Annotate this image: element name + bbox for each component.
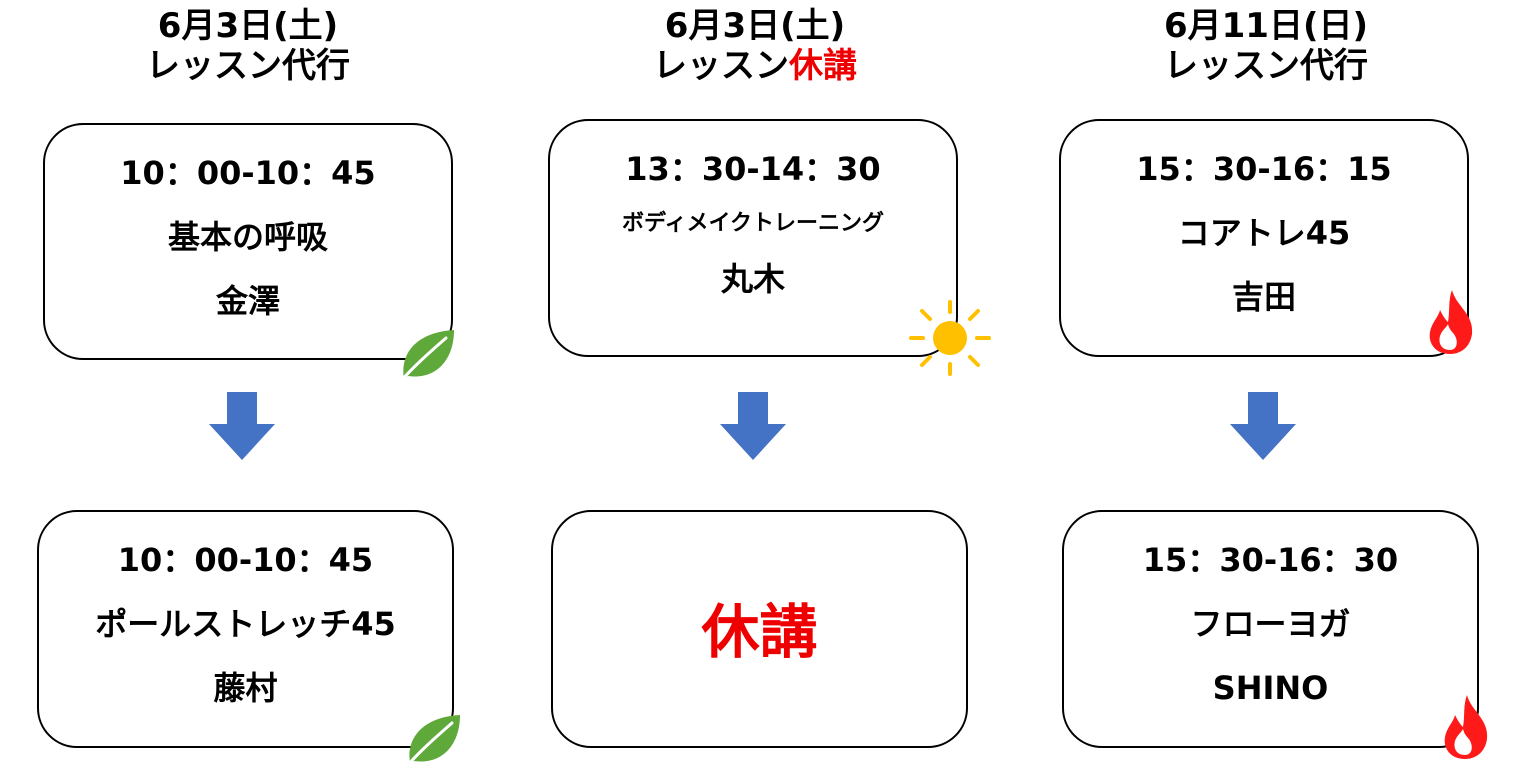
leaf-icon: [404, 715, 460, 769]
lesson-instructor: 吉田: [1231, 278, 1296, 316]
heading-date: 6月11日(日): [1163, 6, 1369, 46]
lesson-instructor: 丸木: [720, 260, 785, 298]
heading-kind: レッスン代行: [1046, 46, 1486, 86]
lesson-time: 15：30-16：30: [1142, 541, 1399, 579]
lesson-instructor: SHINO: [1212, 669, 1329, 707]
lesson-time: 13：30-14：30: [625, 150, 881, 188]
sun-icon: [909, 300, 991, 376]
down-arrow-icon: [1230, 392, 1296, 460]
down-arrow-icon: [209, 392, 275, 460]
heading-kind: レッスン代行: [28, 46, 468, 86]
column-heading: 6月11日(日) レッスン代行: [1046, 6, 1486, 86]
original-lesson-card: 13：30-14：30 ボディメイクトレーニング 丸木: [548, 119, 958, 357]
flame-icon: [1429, 290, 1473, 354]
cancelled-lesson-card: 休講: [551, 510, 968, 748]
lesson-name: フローヨガ: [1190, 605, 1351, 643]
original-lesson-card: 10：00-10：45 基本の呼吸 金澤: [43, 123, 453, 360]
heading-kind-suffix: 休講: [789, 46, 857, 86]
lesson-instructor: 金澤: [215, 282, 280, 320]
replacement-lesson-card: 15：30-16：30 フローヨガ SHINO: [1062, 510, 1479, 748]
lesson-time: 10：00-10：45: [120, 154, 376, 192]
lesson-name: ボディメイクトレーニング: [621, 211, 885, 236]
lesson-name: コアトレ45: [1177, 214, 1351, 252]
cancelled-label: 休講: [701, 598, 818, 666]
heading-kind-prefix: レッスン: [1164, 46, 1300, 86]
heading-kind-prefix: レッスン: [653, 46, 789, 86]
column-heading: 6月3日(土) レッスン代行: [28, 6, 468, 86]
column-heading: 6月3日(土) レッスン休講: [535, 6, 975, 86]
replacement-lesson-card: 10：00-10：45 ポールストレッチ45 藤村: [37, 510, 454, 748]
lesson-time: 15：30-16：15: [1136, 150, 1392, 188]
down-arrow-icon: [720, 392, 786, 460]
original-lesson-card: 15：30-16：15 コアトレ45 吉田: [1059, 119, 1469, 357]
lesson-time: 10：00-10：45: [117, 541, 374, 579]
heading-kind-prefix: レッスン: [146, 46, 282, 86]
heading-date: 6月3日(土): [664, 6, 846, 46]
heading-kind: レッスン休講: [535, 46, 975, 86]
heading-kind-suffix: 代行: [282, 46, 350, 86]
heading-kind-suffix: 代行: [1300, 46, 1368, 86]
lesson-instructor: 藤村: [213, 669, 278, 707]
leaf-icon: [398, 330, 454, 384]
heading-date: 6月3日(土): [157, 6, 339, 46]
flame-icon: [1444, 695, 1488, 759]
lesson-name: ポールストレッチ45: [95, 605, 396, 643]
lesson-name: 基本の呼吸: [167, 218, 328, 256]
